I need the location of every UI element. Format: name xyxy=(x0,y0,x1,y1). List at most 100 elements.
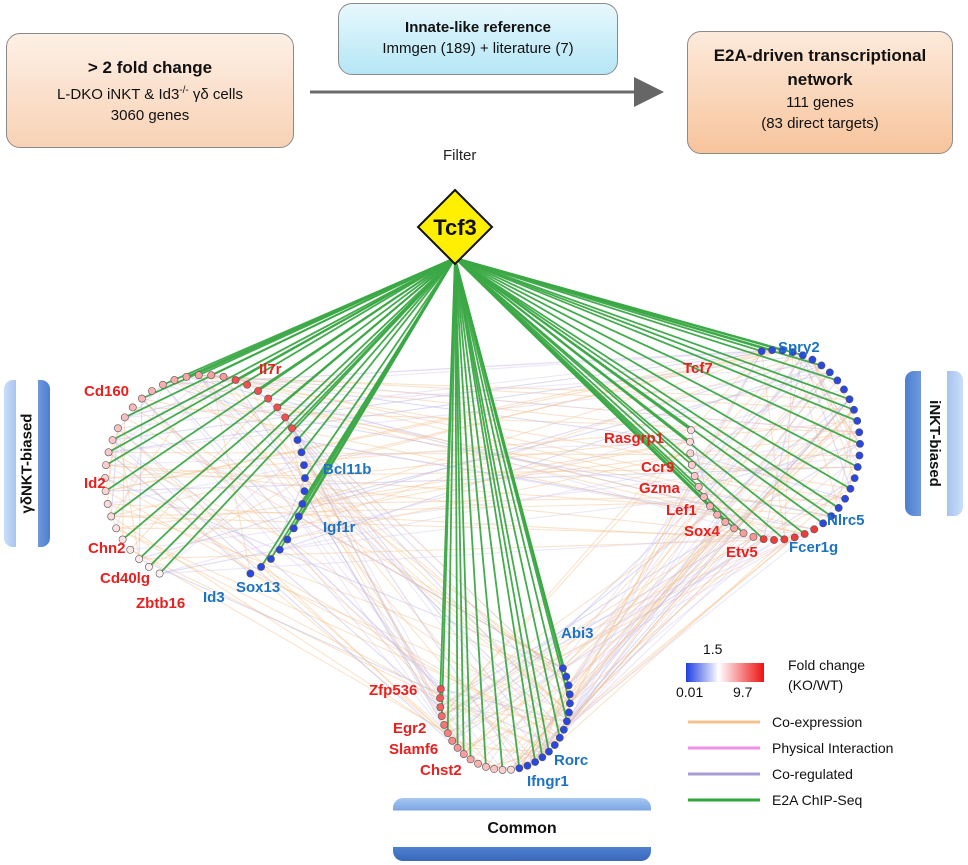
gene-node xyxy=(564,681,573,690)
gene-nodes xyxy=(101,346,864,774)
gene-node xyxy=(825,368,834,377)
scale-mid-label: 1.5 xyxy=(703,641,723,657)
gene-node xyxy=(440,720,449,729)
gene-node xyxy=(768,346,776,354)
gene-node xyxy=(459,750,468,758)
gene-node xyxy=(853,416,862,425)
gene-node xyxy=(243,380,252,389)
gene-node xyxy=(819,519,827,528)
input-genes-box: > 2 fold change L-DKO iNKT & Id3-/- γδ c… xyxy=(6,33,294,148)
gene-node xyxy=(739,529,748,538)
gene-node xyxy=(436,694,444,703)
gene-count-text: 3060 genes xyxy=(110,107,190,124)
gene-label-spry2: Spry2 xyxy=(778,339,820,356)
gene-node xyxy=(810,525,819,534)
gene-node xyxy=(448,736,457,745)
network-title-line1: E2A-driven transcriptional xyxy=(713,46,927,65)
gene-label-lef1: Lef1 xyxy=(666,502,697,519)
gene-node xyxy=(104,448,113,457)
gene-label-bcl11b: Bcl11b xyxy=(323,461,371,478)
gene-node xyxy=(443,729,452,738)
gene-node xyxy=(120,413,129,422)
gene-node xyxy=(790,533,799,542)
gene-node xyxy=(453,743,462,752)
gene-node xyxy=(840,385,848,394)
gene-node xyxy=(721,518,730,526)
gene-node xyxy=(800,530,809,538)
gene-node xyxy=(158,380,167,389)
gene-node xyxy=(788,348,797,357)
gene-node xyxy=(563,717,571,726)
gene-label-il7r: Il7r xyxy=(259,361,282,378)
gene-node xyxy=(257,563,265,571)
gene-label-nlrc5: Nlrc5 xyxy=(827,512,865,529)
gene-node xyxy=(850,474,859,483)
gene-label-zbtb16: Zbtb16 xyxy=(136,595,185,612)
gene-node xyxy=(757,347,766,356)
gene-node xyxy=(778,346,787,355)
gene-node xyxy=(555,733,564,742)
gene-node xyxy=(798,351,807,360)
gene-label-chst2: Chst2 xyxy=(420,762,462,779)
gene-node xyxy=(566,699,574,708)
gene-node xyxy=(853,463,862,471)
tcf3-hub-label: Tcf3 xyxy=(433,215,477,240)
gene-label-sox4: Sox4 xyxy=(684,523,721,540)
gene-node xyxy=(273,403,282,412)
scale-min-label: 0.01 xyxy=(676,684,703,700)
gene-node xyxy=(482,763,490,771)
gene-label-id2: Id2 xyxy=(84,475,106,492)
gene-node xyxy=(170,376,179,384)
gene-node xyxy=(155,569,164,578)
gene-node xyxy=(833,376,842,385)
gene-label-rorc: Rorc xyxy=(554,752,588,769)
gene-label-id3: Id3 xyxy=(203,589,225,606)
gene-node xyxy=(300,461,308,469)
gene-label-egr2: Egr2 xyxy=(393,720,426,737)
common-label: Common xyxy=(487,820,557,837)
network-title-line2: network xyxy=(787,70,853,89)
gene-node xyxy=(531,758,540,766)
gene-label-ccr9: Ccr9 xyxy=(641,459,674,476)
gene-node xyxy=(834,504,843,512)
gene-node xyxy=(114,424,122,433)
gene-node xyxy=(254,387,262,395)
gene-node xyxy=(841,494,849,503)
legend-label-coexpression: Co-expression xyxy=(772,714,862,730)
gene-label-etv5: Etv5 xyxy=(726,544,758,561)
gene-node xyxy=(706,502,714,511)
gene-node xyxy=(749,532,758,541)
gene-node xyxy=(817,361,826,370)
gene-node xyxy=(687,426,695,435)
reference-source-text: Immgen (189) + literature (7) xyxy=(382,40,574,57)
gene-node xyxy=(690,472,699,480)
gene-node xyxy=(437,712,446,721)
gene-node xyxy=(687,460,696,469)
gene-label-slamf6: Slamf6 xyxy=(389,741,438,758)
gene-node xyxy=(297,448,306,457)
gene-node xyxy=(686,449,695,458)
fold-change-gradient xyxy=(686,663,764,682)
gene-node xyxy=(207,371,216,380)
gene-node xyxy=(283,535,292,544)
gene-node xyxy=(565,690,574,699)
gene-node xyxy=(559,725,568,734)
gene-node xyxy=(194,371,203,380)
reference-title: Innate-like reference xyxy=(405,19,551,36)
filter-label: Filter xyxy=(443,147,477,164)
gene-node xyxy=(101,474,109,482)
direct-targets-count: (83 direct targets) xyxy=(761,115,879,132)
gene-node xyxy=(289,524,298,533)
gene-node xyxy=(137,394,146,403)
gene-node xyxy=(845,395,854,404)
gene-node xyxy=(713,510,722,519)
gene-node xyxy=(107,512,116,521)
gene-label-abi3: Abi3 xyxy=(561,625,594,642)
gdnkt-biased-group-bar: γδNKT-biased xyxy=(4,380,50,547)
gene-node xyxy=(103,500,112,508)
gene-node xyxy=(300,487,309,496)
gene-node xyxy=(436,685,445,693)
gene-node xyxy=(231,376,240,384)
interaction-edges xyxy=(104,349,861,771)
